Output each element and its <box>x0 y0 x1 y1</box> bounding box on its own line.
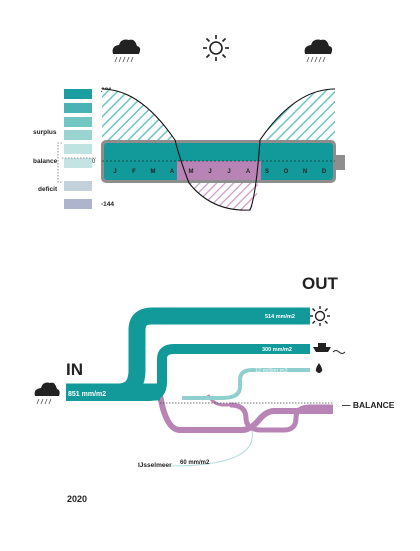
legend-balance-label: balance <box>33 158 58 165</box>
ijsselmeer-value-label: 60 mm/m2 <box>180 460 210 466</box>
year-label: 2020 <box>67 494 87 504</box>
sankey-in-title: IN <box>66 360 83 379</box>
legend-surplus-label: surplus <box>33 129 57 136</box>
month-label: F <box>132 169 136 175</box>
month-label: S <box>265 169 269 175</box>
legend-swatch <box>64 158 92 168</box>
sun-icon <box>310 306 330 326</box>
month-label: O <box>284 169 289 175</box>
sun-icon <box>203 35 229 61</box>
legend-deficit-label: deficit <box>38 186 58 193</box>
in-value-label: 851 mm/m2 <box>68 391 106 398</box>
cloud-rain-icon <box>304 39 333 63</box>
legend-swatch <box>64 130 92 140</box>
sankey-flows <box>66 307 333 467</box>
month-label: J <box>208 169 211 175</box>
legend-swatch <box>64 144 92 154</box>
month-label: N <box>303 169 307 175</box>
color-scale-legend <box>64 89 92 209</box>
boat-icon <box>313 343 346 354</box>
legend-swatch <box>64 199 92 209</box>
legend-min-label: -144 <box>101 201 114 208</box>
month-label: A <box>246 169 251 175</box>
out-drain-label: 300 mm/m2 <box>262 347 292 353</box>
month-label: J <box>113 169 116 175</box>
legend-swatch <box>64 89 92 99</box>
deficit-curve-area <box>174 139 261 211</box>
month-label: J <box>227 169 230 175</box>
month-label: M <box>151 169 156 175</box>
legend-zero-label: 0 <box>92 159 96 165</box>
surplus-curve-area <box>101 88 336 141</box>
sankey-out-title: OUT <box>302 274 339 293</box>
water-drop-icon <box>315 363 323 373</box>
cloud-rain-icon <box>112 39 141 63</box>
out-other-label: 12 million m3 <box>255 368 287 374</box>
legend-swatch <box>64 103 92 113</box>
cloud-rain-icon <box>34 382 60 405</box>
balance-reservoir <box>101 140 345 183</box>
out-evap-label: 514 mm/m2 <box>265 314 295 320</box>
legend-swatch <box>64 181 92 191</box>
month-label: M <box>189 169 194 175</box>
month-label: D <box>322 169 327 175</box>
balance-label: — BALANCE <box>342 400 395 410</box>
month-label: A <box>170 169 175 175</box>
legend-swatch <box>64 117 92 127</box>
ijsselmeer-label: IJsselmeer <box>138 462 172 469</box>
balance-bracket <box>57 142 62 183</box>
